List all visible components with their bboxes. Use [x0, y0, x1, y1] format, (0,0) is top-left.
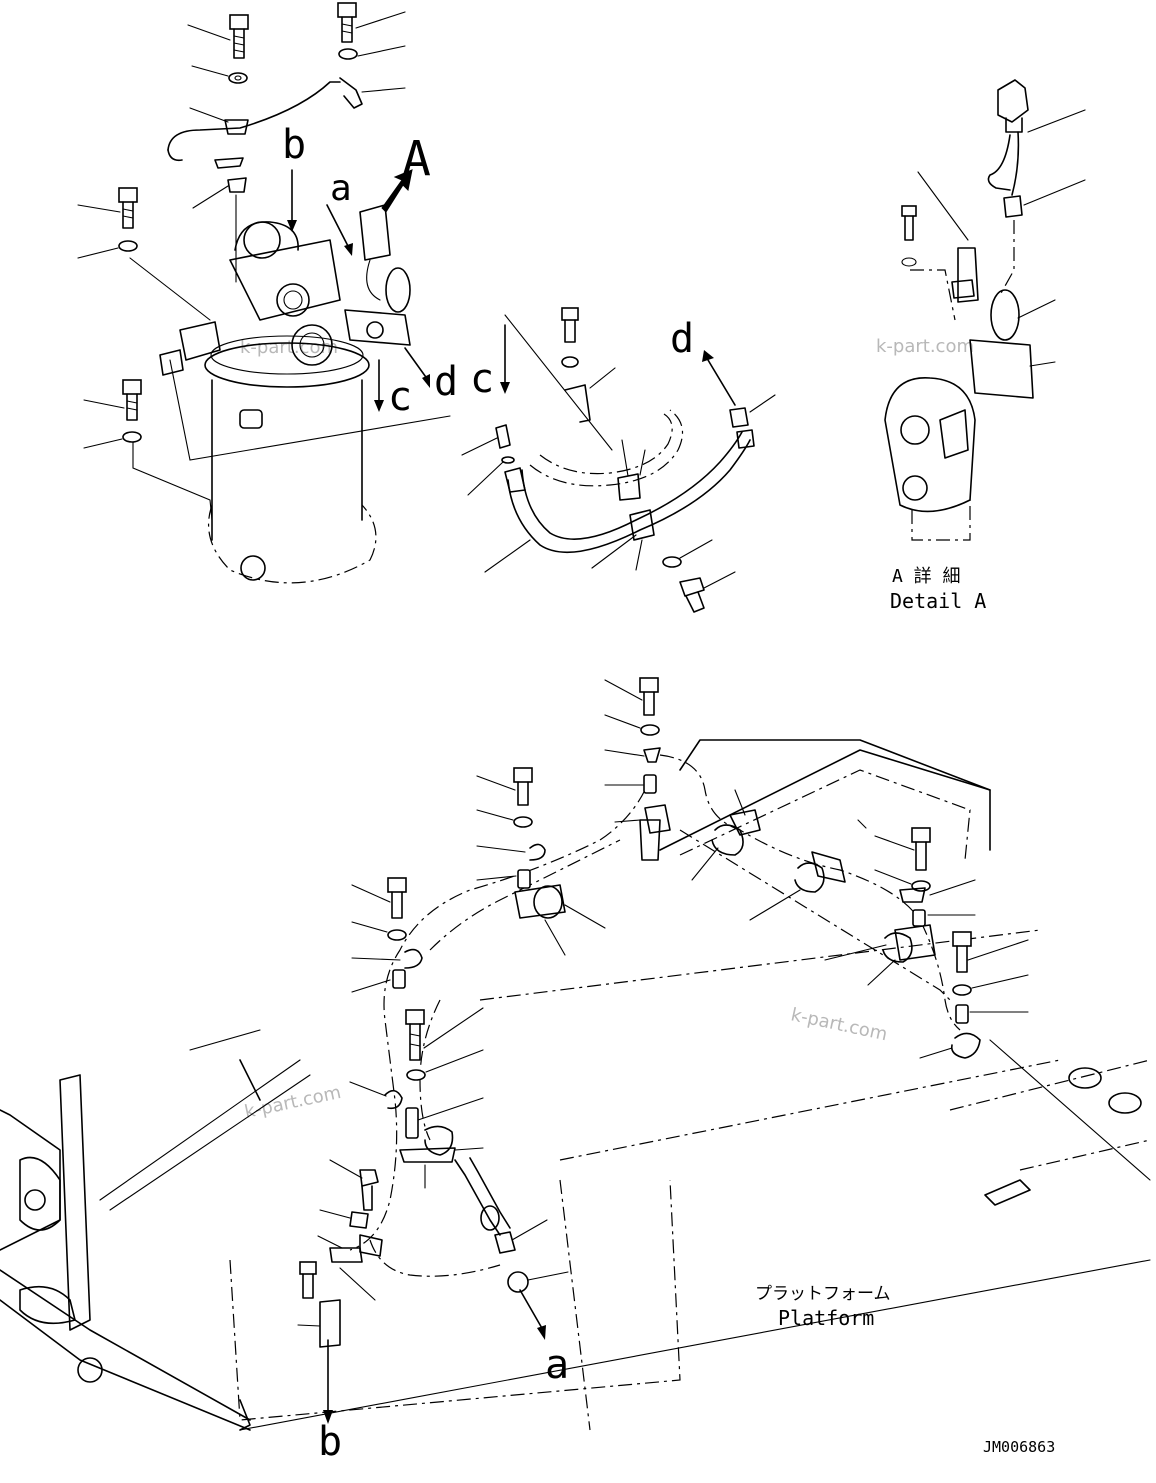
- watermark-2: k-part.com: [876, 336, 974, 357]
- bolt-stack-top-left: [167, 14, 363, 209]
- tank-assembly: [159, 204, 411, 584]
- label-ref-d-tank: d: [434, 359, 458, 405]
- watermark-3: k-part.com: [789, 1004, 889, 1045]
- platform-label-en: Platform: [778, 1306, 874, 1330]
- detail-a-view: A 詳 細 Detail A: [884, 79, 1086, 613]
- label-ref-b-top: b: [282, 122, 306, 168]
- view-arrow-a: [381, 169, 413, 213]
- hose-assembly: c d: [461, 307, 776, 613]
- label-ref-a-top: a: [330, 168, 352, 209]
- bolt-stack-top-center: [337, 2, 406, 93]
- label-view-a: A: [402, 131, 431, 187]
- platform-label-jp: プラットフォーム: [755, 1284, 891, 1304]
- bolt-stack-left-mid: [77, 187, 142, 449]
- detail-a-title-en: Detail A: [890, 589, 986, 613]
- drawing-code: JM006863: [983, 1438, 1055, 1456]
- watermark-4: k-part.com: [243, 1082, 343, 1123]
- label-ref-d-hose: d: [670, 316, 694, 362]
- platform-assembly: b a プラットフォーム Platform: [0, 677, 1151, 1465]
- detail-a-title-jp: A 詳 細: [892, 566, 961, 587]
- label-ref-c-tank: c: [388, 374, 412, 420]
- label-ref-b-bottom: b: [318, 1419, 342, 1465]
- watermark-1: k-part.com: [240, 337, 338, 358]
- label-ref-c-hose: c: [470, 356, 494, 402]
- label-ref-a-bottom: a: [545, 1342, 569, 1388]
